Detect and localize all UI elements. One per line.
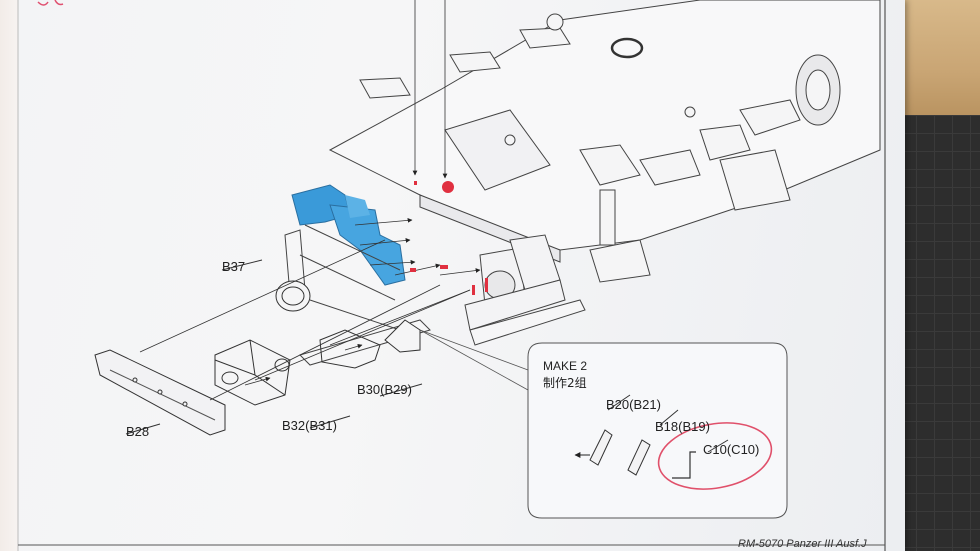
label-b28: B28: [126, 424, 149, 439]
strike-b32: [309, 415, 351, 429]
suspension-components: [359, 13, 841, 283]
sheet-footer-title: RM-5070 Panzer III Ausf.J: [738, 538, 867, 550]
assembly-leader-lines: [139, 0, 481, 401]
assembly-drawing: B37 B28 B32(B31) B30(B29) MAKE 2 制作2组 B2…: [17, 0, 886, 551]
red-handwriting-mark: [37, 0, 64, 6]
strike-b28: [125, 423, 161, 435]
instruction-sheet: B37 B28 B32(B31) B30(B29) MAKE 2 制作2组 B2…: [0, 0, 905, 551]
round-cover-part: [275, 280, 311, 312]
label-b20: B20(B21): [606, 397, 661, 412]
callout-make2-cn: 制作2组: [543, 376, 587, 390]
final-drive-housing: [464, 234, 566, 331]
sheet-left-margin: [0, 0, 18, 551]
make-two-callout: [419, 329, 788, 519]
label-b30: B30(B29): [357, 382, 412, 397]
rear-box-part: [214, 339, 291, 406]
rear-plate-part: [94, 349, 226, 436]
label-b18: B18(B19): [655, 419, 710, 434]
red-attachment-markers: [410, 181, 488, 295]
callout-make2-en: MAKE 2: [543, 359, 587, 373]
strike-b30: [379, 383, 423, 397]
blue-highlighted-assembly: [291, 184, 406, 286]
bracket-part-b30: [319, 319, 421, 369]
strike-b37: [221, 259, 263, 271]
label-b37: B37: [222, 259, 245, 274]
label-c10: C10(C10): [703, 442, 759, 457]
label-b32: B32(B31): [282, 418, 337, 433]
